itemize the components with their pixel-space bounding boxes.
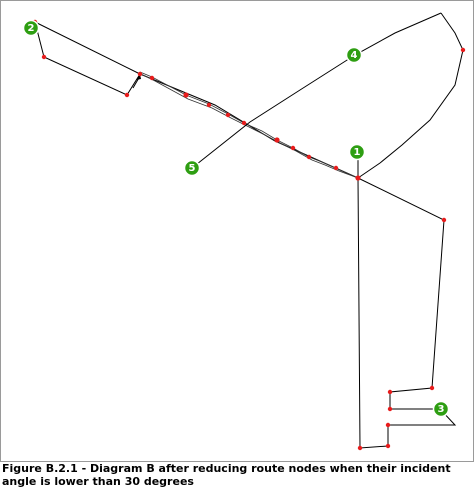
caption-line-1: Figure B.2.1 - Diagram B after reducing … (2, 462, 451, 475)
marker-4: 4 (345, 46, 363, 64)
marker-label: 1 (354, 147, 361, 158)
node (306, 154, 312, 160)
route-e (357, 177, 445, 410)
route-diagram-svg: 2 4 1 5 3 (0, 0, 474, 462)
node (274, 137, 280, 143)
route-diagram: 2 4 1 5 3 (0, 0, 474, 462)
route-b-offset (142, 74, 359, 179)
marker-circle (183, 159, 201, 177)
node (385, 443, 391, 449)
marker-label: 4 (351, 50, 358, 61)
node (387, 389, 393, 395)
node (241, 120, 247, 126)
node (385, 422, 391, 428)
node (290, 145, 296, 151)
marker-circle (22, 19, 40, 37)
marker-5: 5 (183, 159, 201, 177)
figure-caption: Figure B.2.1 - Diagram B after reducing … (2, 462, 472, 488)
node (441, 217, 447, 223)
marker-label: 3 (438, 404, 445, 415)
node (183, 92, 189, 98)
marker-label: 2 (28, 23, 35, 34)
caption-line-2: angle is lower than 30 degrees (2, 475, 194, 488)
route-a-loop (34, 21, 141, 96)
node (355, 175, 361, 181)
node (333, 165, 339, 171)
route-a (34, 21, 359, 179)
route-b (139, 71, 359, 179)
route-d (357, 12, 464, 179)
marker-3: 3 (432, 400, 450, 418)
marker-circle (348, 143, 366, 161)
node (41, 54, 47, 60)
marker-circle (345, 46, 363, 64)
node (149, 75, 155, 81)
node (429, 385, 435, 391)
route-nodes (32, 19, 466, 451)
marker-1: 1 (348, 143, 366, 161)
marker-label: 5 (189, 163, 196, 174)
node (460, 47, 466, 53)
node (124, 92, 130, 98)
marker-circle (432, 400, 450, 418)
node (206, 102, 212, 108)
node (357, 445, 363, 451)
node (137, 71, 143, 77)
node (387, 406, 393, 412)
node (225, 112, 231, 118)
route-c (191, 12, 442, 169)
marker-2: 2 (22, 19, 40, 37)
